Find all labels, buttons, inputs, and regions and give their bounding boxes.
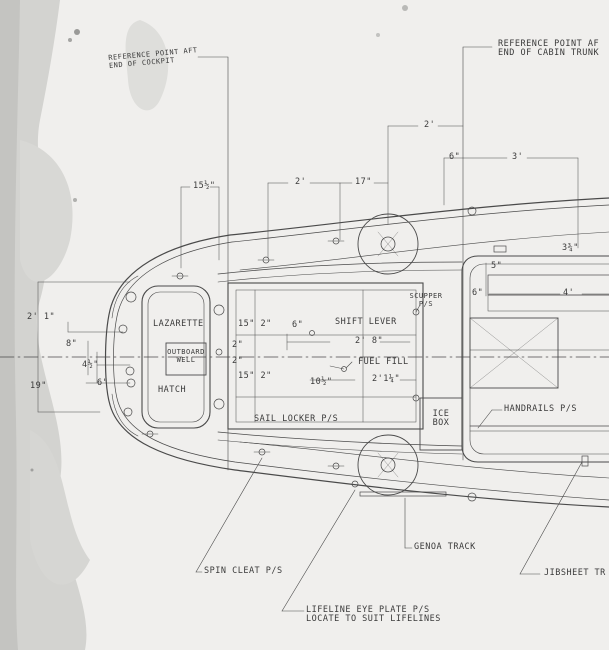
dim-2ft-8: 2' 8" [355,336,384,346]
dim-2ft-1-quarter: 2'1¼" [372,374,401,384]
dim-17: 17" [355,177,372,187]
sail-locker-label: SAIL LOCKER P/S [254,414,339,424]
dim-2-b: 2" [232,356,244,366]
scupper-label: SCUPPER P/S [409,292,443,308]
handrails-leader [477,409,493,429]
dim-10-half: 10½" [310,377,333,387]
winch-starboard [357,434,419,496]
genoa-track-label: GENOA TRACK [414,542,476,552]
dim-4ft: 4' [563,288,575,298]
ice-box-label: ICE BOX [432,409,450,428]
forward-hatch [469,317,559,389]
fuel-fill-label: FUEL FILL [358,357,409,367]
dim-3ft: 3' [512,152,524,162]
handrails-label: HANDRAILS P/S [504,404,578,414]
dim-2ft-1: 2' 1" [27,312,56,322]
dim-6-top: 6" [449,152,461,162]
dim-19: 19" [30,381,47,391]
outboard-well-outline [165,342,207,376]
hatch-label: HATCH [158,385,187,395]
dim-8: 8" [66,339,78,349]
spin-cleat-leader [195,457,263,573]
jibsheet-leader [519,461,583,575]
cabin-trunk-outline [461,255,609,463]
cockpit-outline [227,282,424,430]
dim-15-half-top: 15½" [193,181,216,191]
dim-2-a: 2" [232,340,244,350]
spin-cleat-label: SPIN CLEAT P/S [204,566,283,576]
lazarette-label: LAZARETTE [153,319,204,329]
shift-lever-label: SHIFT LEVER [335,317,397,327]
outboard-well-label: OUTBOARD WELL [167,348,205,364]
hull-outline [104,197,609,508]
dim-6-low: 6" [97,378,109,388]
dim-4-half: 4½" [82,360,99,370]
dim-15-b: 15" 2" [238,371,272,381]
dim-6-mid: 6" [472,288,484,298]
reference-point-cabin-trunk-label: REFERENCE POINT AF END OF CABIN TRUNK [498,39,600,58]
lifeline-eye-plate-label: LIFELINE EYE PLATE P/S LOCATE TO SUIT LI… [306,605,441,624]
dim-3-3-4: 3¾" [562,243,579,253]
dim-5: 5" [491,261,503,271]
lifeline-leader [281,489,356,612]
dim-15-a: 15" 2" [238,319,272,329]
dim-6-shift: 6" [292,320,304,330]
lazarette-hatch-outline [141,285,211,429]
dim-2ft-top: 2' [295,177,307,187]
dim-2ft-upper: 2' [424,120,436,130]
jibsheet-track-label: JIBSHEET TR [544,568,606,578]
